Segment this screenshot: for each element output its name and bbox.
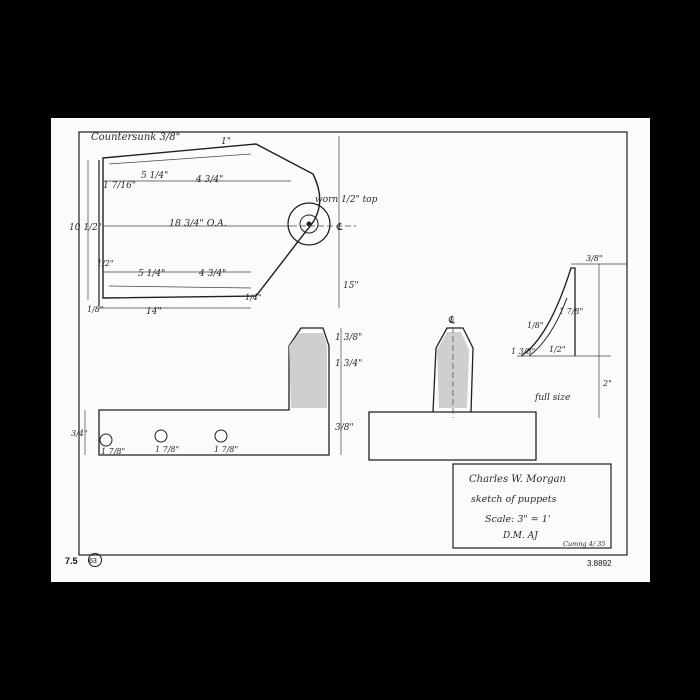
detail-fillet (528, 297, 568, 357)
end-elevation-shade (437, 332, 469, 408)
hole-2 (154, 429, 168, 443)
side-elevation-body (98, 327, 330, 456)
label-18-3-4-oa: 18 3/4" O.A. (169, 218, 227, 229)
plan-view-inner-top (108, 153, 252, 165)
label-full-size: full size (534, 393, 570, 403)
label-5-1-4-bottom: 5 1/4" (138, 269, 165, 279)
label-4-3-4-bottom: 4 3/4" (198, 269, 226, 279)
label-2-detail: 2" (602, 379, 612, 388)
label-1-3-8-side: 1 3/8" (335, 333, 362, 343)
title-subtitle: sketch of puppets (471, 494, 557, 505)
plan-view-outline (102, 143, 321, 299)
detail-view: 3/8" 1 7/8" 1/8" 1 3/8" 1/2" 2" full siz… (511, 254, 627, 418)
title-initials: D.M. AJ (502, 531, 539, 541)
title-block-frame (452, 463, 612, 549)
plan-view-boss-center (306, 221, 312, 227)
title-block: Charles W. Morgan sketch of puppets Scal… (452, 463, 612, 549)
end-elevation-web (432, 327, 474, 413)
label-countersunk: Countersunk 3/8" (91, 132, 180, 143)
label-1-7-8-c: 1 7/8" (214, 445, 238, 454)
hole-3 (214, 429, 228, 443)
technical-drawing: Countersunk 3/8" 1" 1 7/16" 5 1/4" 4 3/4… (65, 131, 628, 568)
label-1-2-detail: 1/2" (549, 345, 566, 354)
plan-view-boss-inner (299, 214, 319, 234)
label-3-8-detail: 3/8" (586, 254, 603, 263)
label-15: 15" (343, 281, 359, 291)
side-elevation: 1 3/8" 1 3/4" 3/8" 3/4" 1 7/8" 1 7/8" 1 … (71, 327, 362, 456)
label-centerline: ℄ (336, 222, 343, 233)
label-5-1-4-top: 5 1/4" (141, 171, 168, 181)
label-end-centerline: ℄ (448, 315, 455, 326)
corner-mark-circle (88, 553, 102, 567)
label-1-7-8-b: 1 7/8" (155, 445, 179, 454)
plan-view: Countersunk 3/8" 1" 1 7/16" 5 1/4" 4 3/4… (69, 132, 378, 317)
label-1-4: 1/4" (245, 293, 262, 302)
side-elevation-shade (289, 333, 327, 408)
label-1-3-8-detail: 1 3/8" (511, 347, 535, 356)
label-1: 1" (221, 137, 231, 147)
title-date: Cumng 4/ 35 (563, 540, 605, 548)
corner-mark-right: 3.8892 (587, 559, 612, 568)
label-1-7-16: 1 7/16" (103, 181, 136, 191)
label-1-2-top: 1/2" (97, 259, 114, 268)
label-1-7-8-a: 1 7/8" (101, 447, 125, 456)
title-scale: Scale: 3" = 1' (485, 514, 550, 525)
hole-1 (99, 433, 113, 447)
drawing-sheet: Countersunk 3/8" 1" 1 7/16" 5 1/4" 4 3/4… (51, 118, 650, 582)
label-3-4-left: 3/4" (71, 429, 88, 438)
label-4-3-4-top: 4 3/4" (195, 175, 223, 185)
label-worm: worn 1/2" top (315, 195, 378, 205)
label-10-1-2: 10 1/2" (69, 223, 102, 233)
label-3-8-side: 3/8" (335, 423, 354, 433)
label-1-7-8-detail: 1 7/8" (559, 307, 583, 316)
label-1-3-4-side: 1 3/4" (335, 359, 362, 369)
end-elevation: ℄ (368, 315, 537, 461)
corner-mark-circled: 63 (89, 558, 97, 565)
label-1-8-detail: 1/8" (527, 321, 544, 330)
detail-profile (520, 267, 576, 357)
plan-view-inner-bottom (108, 285, 252, 289)
plan-view-boss-outer (287, 202, 331, 246)
label-14: 14" (146, 307, 162, 317)
end-elevation-base (368, 411, 537, 461)
label-1-8: 1/8" (87, 305, 104, 314)
title-name: Charles W. Morgan (469, 474, 566, 485)
drawing-border (78, 131, 628, 556)
corner-mark-left: 7.5 (65, 556, 78, 566)
